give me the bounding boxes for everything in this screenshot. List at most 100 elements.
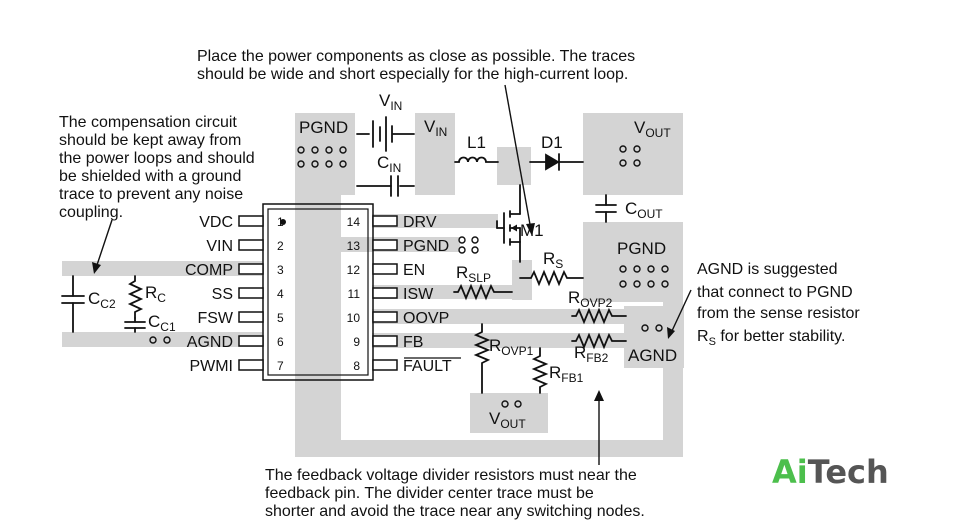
l1-label: L1 (467, 133, 486, 152)
fb-trace (372, 333, 628, 348)
pin-name-right: FAULT (403, 358, 452, 375)
power-note-line: should be wide and short especially for … (197, 66, 628, 83)
via (655, 324, 663, 332)
pin-number-right: 12 (347, 263, 361, 277)
m1-mosfet (496, 184, 521, 263)
agnd-pin-trace (62, 332, 262, 347)
agnd-note-line: RS for better stability. (697, 328, 845, 348)
via (633, 159, 641, 167)
pin-name-right: OOVP (403, 310, 449, 327)
pin-number-left: 3 (277, 263, 284, 277)
agnd-note-line: from the sense resistor (697, 305, 860, 322)
cc1-capacitor (124, 317, 146, 333)
pin-pad-right (372, 359, 398, 371)
pin-pad-right (372, 311, 398, 323)
agnd-pad-label: AGND (628, 346, 677, 365)
d1-label: D1 (541, 133, 563, 152)
pin-name-right: EN (403, 262, 425, 279)
via (339, 146, 347, 154)
pin-pad-right (372, 239, 398, 251)
switch-node-pad (497, 147, 531, 185)
rovp1-label: ROVP1 (489, 336, 534, 358)
vin-main-label: VIN (379, 91, 402, 113)
logo-prefix: Ai (772, 453, 808, 491)
rfb1-label: RFB1 (549, 363, 584, 385)
copper-traces (62, 113, 684, 457)
agnd-note: AGND is suggested that connect to PGND f… (697, 261, 860, 348)
feedback-note-line: The feedback voltage divider resistors m… (265, 467, 637, 484)
rfb1-resistor (531, 347, 549, 394)
via (311, 160, 319, 168)
via (647, 265, 655, 273)
pin-number-right: 10 (347, 311, 361, 325)
via (501, 400, 509, 408)
via (633, 280, 641, 288)
compensation-note-line: be shielded with a ground (59, 168, 241, 185)
logo-suffix: Tech (808, 453, 889, 491)
cc2-label: CC2 (88, 289, 116, 311)
pin-name-left: PWMI (189, 358, 233, 375)
pin-pad-left (238, 263, 264, 275)
pin-pad-left (238, 239, 264, 251)
rc-label: RC (145, 283, 166, 305)
via (633, 145, 641, 153)
comp-trace (62, 261, 262, 276)
vin-pad (415, 113, 455, 195)
vias (149, 145, 669, 408)
cc2-capacitor (61, 275, 85, 333)
ground-shield-right (663, 302, 683, 457)
via (471, 236, 479, 244)
rs-resistor (519, 269, 584, 287)
via (149, 336, 157, 344)
pin-number-left: 5 (277, 311, 284, 325)
feedback-note-line: feedback pin. The divider center trace m… (265, 485, 594, 502)
ground-shield-bottom (295, 440, 683, 457)
via (471, 246, 479, 254)
rovp2-label: ROVP2 (568, 288, 613, 310)
pin-name-right: ISW (403, 286, 434, 303)
pin-number-left: 7 (277, 359, 284, 373)
pgnd-top-pad (295, 113, 355, 195)
feedback-note: The feedback voltage divider resistors m… (265, 467, 645, 520)
via (458, 246, 466, 254)
vout-bottom-label: VOUT (489, 409, 526, 431)
rslp-label: RSLP (456, 263, 491, 285)
pin-pad-right (372, 215, 398, 227)
via (297, 160, 305, 168)
pin-pad-left (238, 335, 264, 347)
rovp2-resistor (571, 307, 627, 325)
feedback-note-line: shorter and avoid the trace near any swi… (265, 503, 645, 520)
pin-pad-left (238, 359, 264, 371)
pin-pad-left (238, 311, 264, 323)
cin-capacitor (356, 175, 415, 197)
l1-inductor (454, 156, 499, 163)
compensation-note-line: trace to prevent any noise (59, 186, 243, 203)
via (619, 145, 627, 153)
via (514, 400, 522, 408)
agnd-note-line: AGND is suggested (697, 261, 838, 278)
rslp-resistor (453, 283, 513, 301)
via (297, 146, 305, 154)
vin-side-label: VIN (424, 117, 447, 139)
cin-label: CIN (377, 153, 401, 175)
vout-top-pad (583, 113, 683, 195)
compensation-note-line: coupling. (59, 204, 123, 221)
pin-name-left: AGND (187, 334, 233, 351)
pin-pad-left (238, 215, 264, 227)
cout-label: COUT (625, 199, 663, 221)
drv-trace (372, 214, 498, 228)
ground-shield-left (295, 195, 341, 457)
via (325, 146, 333, 154)
via (619, 280, 627, 288)
component-labels: PGND PGND AGND VIN VIN CIN L1 D1 VOUT CO… (88, 91, 677, 431)
pgnd-right-pad (583, 222, 683, 302)
rovp1-resistor (473, 323, 491, 394)
via (619, 159, 627, 167)
d1-diode (529, 153, 584, 171)
pin-pad-right (372, 335, 398, 347)
rfb2-resistor (571, 332, 627, 350)
compensation-note-line: should be kept away from (59, 132, 241, 149)
pin-number-left: 2 (277, 239, 284, 253)
via (458, 236, 466, 244)
oovp-trace (372, 309, 628, 324)
